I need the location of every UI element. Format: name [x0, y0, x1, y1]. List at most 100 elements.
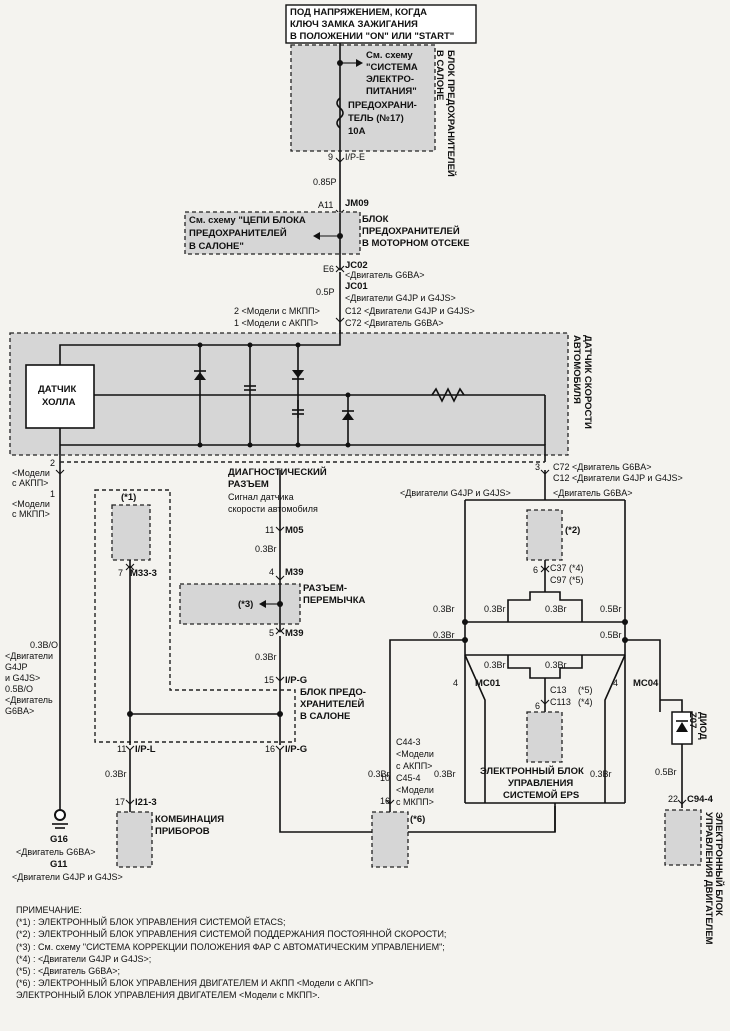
engine-fuse-block-box — [184, 211, 361, 255]
power-header-line-1: ПОД НАПРЯЖЕНИЕМ, КОГДА — [290, 7, 427, 18]
ecu-label-1: ЭЛЕКТРОННЫЙ БЛОК — [713, 812, 725, 916]
speed-sensor-box — [9, 332, 569, 456]
connector-c13-note: (*5) — [578, 685, 593, 695]
wire-top-4: 0.5Br — [600, 604, 622, 614]
hall-sensor-label-1: ДАТЧИК — [38, 384, 76, 395]
connector-jm09: JM09 — [345, 198, 369, 209]
ground-g11-note: <Двигатели G4JP и G4JS> — [12, 872, 123, 882]
left-wire-3: G4JP — [5, 662, 28, 672]
diode-2-icon — [292, 370, 304, 378]
eps-label-2: УПРАВЛЕНИЯ — [508, 778, 573, 789]
c44-label-3: с АКПП> — [396, 761, 432, 771]
diag-signal-1: Сигнал датчика — [228, 492, 294, 502]
connector-c94: C94-4 — [687, 794, 714, 805]
diag-wire-3: 0.3Br — [105, 769, 127, 779]
note-6-label: (*6) — [410, 814, 425, 825]
pin-2-left: 2 — [50, 458, 55, 468]
diag-title-1: ДИАГНОСТИЧЕСКИЙ — [228, 466, 327, 478]
note-2-label: (*2) — [565, 525, 580, 536]
pin-m33: 7 — [118, 568, 123, 578]
left-wire-4: и G4JS> — [5, 673, 40, 683]
engine-block-label-1: БЛОК — [362, 214, 389, 225]
pin-mc04: 4 — [613, 678, 618, 688]
jc02-note: <Двигатель G6BA> — [345, 270, 425, 280]
left-wire-1: 0.3B/O — [30, 640, 58, 650]
fuse-label-1: ПРЕДОХРАНИ- — [348, 100, 417, 111]
cabin-fuse-block-label-1: БЛОК ПРЕДОХРАНИТЕЛЕЙ — [445, 50, 457, 177]
right-note-g6: <Двигатель G6BA> — [553, 488, 633, 498]
note-line-7: ЭЛЕКТРОННЫЙ БЛОК УПРАВЛЕНИЯ ДВИГАТЕЛЕМ <… — [16, 990, 320, 1001]
wire-05p: 0.5P — [316, 287, 335, 297]
left-wire-6: <Двигатель — [5, 695, 53, 705]
ground-g16: G16 — [50, 834, 68, 845]
hall-sensor-box — [25, 364, 95, 429]
c45-pin: 16 — [380, 796, 390, 806]
note-1-label: (*1) — [121, 492, 136, 503]
power-see-scheme-1: См. схему — [366, 50, 413, 61]
ecu-label-2: УПРАВЛЕНИЯ ДВИГАТЕЛЕМ — [703, 812, 714, 945]
connector-c113-note: (*4) — [578, 697, 593, 707]
power-header-line-3: В ПОЛОЖЕНИИ "ON" ИЛИ "START" — [290, 31, 454, 42]
c44-pin: 10 — [380, 773, 390, 783]
wire-mid-4: 0.5Br — [600, 630, 622, 640]
connector-c72-top: C72 <Двигатель G6BA> — [345, 318, 444, 328]
note-3-label: (*3) — [238, 599, 253, 610]
power-header-box — [285, 4, 477, 44]
engine-see-scheme-3: В САЛОНЕ" — [189, 241, 244, 252]
note-line-1: (*1) : ЭЛЕКТРОННЫЙ БЛОК УПРАВЛЕНИЯ СИСТЕ… — [16, 917, 286, 928]
wire-mid-1: 0.3Br — [433, 630, 455, 640]
cruise-control-unit-box — [526, 509, 563, 561]
pin-ipl: 11 — [117, 744, 126, 754]
connector-mc04: MC04 — [633, 678, 659, 689]
pin-c37: 6 — [533, 565, 538, 575]
power-header-line-2: КЛЮЧ ЗАМКА ЗАЖИГАНИЯ — [290, 19, 418, 30]
connector-c37: C37 (*4) — [550, 563, 584, 573]
left-wire-2: <Двигатели — [5, 651, 53, 661]
cabin-fuse-block-lower — [94, 489, 296, 743]
notes-title: ПРИМЕЧАНИЕ: — [16, 905, 82, 915]
note-line-3: (*3) : См. схему "СИСТЕМА КОРРЕКЦИИ ПОЛО… — [16, 941, 445, 952]
ground-icon — [54, 809, 66, 821]
pin-1-left: 1 — [50, 489, 55, 499]
cabin-fuse-block-box — [290, 44, 436, 152]
pin-i21: 17 — [115, 797, 125, 807]
lower-block-label-3: В САЛОНЕ — [300, 711, 350, 722]
note-line-6: (*6) : ЭЛЕКТРОННЫЙ БЛОК УПРАВЛЕНИЯ ДВИГА… — [16, 978, 374, 989]
engine-block-label-3: В МОТОРНОМ ОТСЕКЕ — [362, 238, 469, 249]
c45-label-1: C45-4 — [396, 773, 421, 783]
pin-m39-b: 5 — [269, 628, 274, 638]
wire-ecu-mid: 0.3Br — [434, 769, 456, 779]
connector-jc02: JC02 — [345, 260, 368, 271]
eps-unit-box — [526, 711, 563, 763]
engine-ecu-box — [664, 809, 702, 866]
c45-label-3: с МКПП> — [396, 797, 434, 807]
connector-mc01: MC01 — [475, 678, 501, 689]
eps-label-1: ЭЛЕКТРОННЫЙ БЛОК — [480, 765, 584, 777]
ground-g16-note: <Двигатель G6BA> — [16, 847, 96, 857]
right-note-g4: <Двигатели G4JP и G4JS> — [400, 488, 511, 498]
connector-c13: C13 — [550, 685, 567, 695]
wire-085p: 0.85P — [313, 177, 337, 187]
fuse-label-2: ТЕЛЬ (№17) — [348, 113, 404, 124]
wire-top-3: 0.3Br — [545, 604, 567, 614]
pin-ipe: 9 — [328, 152, 333, 162]
instrument-cluster-box — [116, 811, 153, 868]
connector-c12-top: C12 <Двигатели G4JP и G4JS> — [345, 306, 475, 316]
cabin-fuse-block-label-2: В САЛОНЕ — [434, 50, 445, 100]
connector-c113: C113 — [550, 697, 571, 707]
connector-c12-right: C12 <Двигатели G4JP и G4JS> — [553, 473, 683, 483]
connector-jc01: JC01 — [345, 281, 368, 292]
power-see-scheme-3: ЭЛЕКТРО- — [366, 74, 414, 85]
pin-mkpp: 2 <Модели с МКПП> — [234, 306, 320, 316]
fuse-label-3: 10A — [348, 126, 366, 137]
connector-m33: M33-3 — [130, 568, 157, 579]
pin-c13: 6 — [535, 701, 540, 711]
etacs-unit-box — [111, 504, 151, 561]
diag-wire-2: 0.3Br — [255, 652, 277, 662]
hall-sensor-label-2: ХОЛЛА — [42, 397, 76, 408]
jumper-label-1: РАЗЪЕМ- — [303, 583, 347, 594]
diode-label-2: Z07 — [687, 712, 698, 728]
connector-m39-b: M39 — [285, 628, 303, 639]
left-wire-5: 0.5B/O — [5, 684, 33, 694]
